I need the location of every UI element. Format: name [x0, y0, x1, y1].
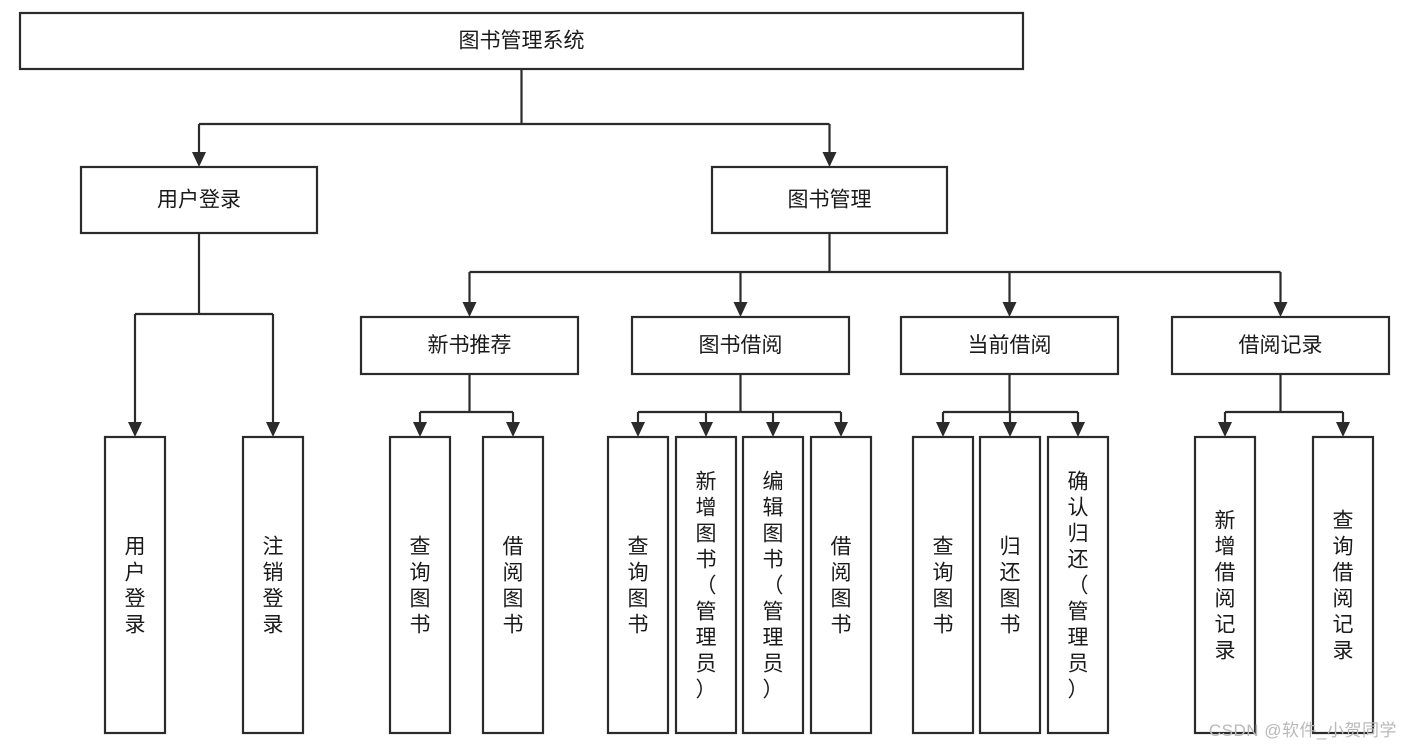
- node-new-book-recommend[interactable]: 新书推荐: [359, 315, 580, 376]
- arrow-head-icon: [506, 422, 520, 437]
- node-box: [674, 435, 738, 735]
- node-label: 注销登录: [263, 535, 284, 636]
- arrow-head-icon: [699, 422, 713, 437]
- node-box: [18, 11, 1025, 71]
- node-borrow-record[interactable]: 借阅记录: [1170, 315, 1391, 376]
- arrow-head-icon: [192, 152, 206, 167]
- arrow-head-icon: [128, 422, 142, 437]
- node-record-add[interactable]: 新增借阅记录: [1193, 435, 1257, 735]
- arrow-head-icon: [1336, 422, 1350, 437]
- node-record-query[interactable]: 查询借阅记录: [1311, 435, 1375, 735]
- arrow-head-icon: [1218, 422, 1232, 437]
- node-borrow-query-book[interactable]: 查询图书: [606, 435, 670, 735]
- node-label: 新增图书（管理员）: [696, 470, 717, 701]
- node-borrow-edit-book[interactable]: 编辑图书（管理员）: [741, 435, 805, 735]
- node-box: [978, 435, 1042, 735]
- node-box: [1170, 315, 1391, 376]
- node-box: [809, 435, 873, 735]
- node-box: [241, 435, 305, 735]
- node-label: 借阅记录: [1239, 334, 1323, 357]
- node-label: 用户登录: [157, 189, 241, 212]
- node-label: 归还图书: [1000, 535, 1021, 636]
- node-label: 当前借阅: [968, 334, 1052, 357]
- arrow-head-icon: [766, 422, 780, 437]
- node-label: 用户登录: [125, 535, 146, 636]
- node-box: [741, 435, 805, 735]
- node-label: 借阅图书: [831, 535, 852, 636]
- node-box: [1046, 435, 1110, 735]
- node-book-management[interactable]: 图书管理: [710, 165, 949, 235]
- arrow-head-icon: [1003, 422, 1017, 437]
- node-current-confirm-return[interactable]: 确认归还（管理员）: [1046, 435, 1110, 735]
- node-user-login[interactable]: 用户登录: [79, 165, 319, 235]
- arrow-head-icon: [266, 422, 280, 437]
- node-label: 图书管理系统: [459, 30, 585, 53]
- node-box: [79, 165, 319, 235]
- node-box: [359, 315, 580, 376]
- node-label: 图书管理: [788, 189, 872, 212]
- node-box: [630, 315, 851, 376]
- node-current-query-book[interactable]: 查询图书: [911, 435, 975, 735]
- arrow-head-icon: [631, 422, 645, 437]
- node-current-borrow[interactable]: 当前借阅: [899, 315, 1120, 376]
- node-label: 编辑图书（管理员）: [763, 470, 784, 701]
- arrow-head-icon: [413, 422, 427, 437]
- node-current-return-book[interactable]: 归还图书: [978, 435, 1042, 735]
- node-root[interactable]: 图书管理系统: [18, 11, 1025, 71]
- node-borrow-add-book[interactable]: 新增图书（管理员）: [674, 435, 738, 735]
- node-box: [1311, 435, 1375, 735]
- node-label: 借阅图书: [503, 535, 524, 636]
- node-recommend-borrow-book[interactable]: 借阅图书: [481, 435, 545, 735]
- node-user-logout-leaf[interactable]: 注销登录: [241, 435, 305, 735]
- node-label: 图书借阅: [699, 334, 783, 357]
- node-box: [388, 435, 452, 735]
- node-label: 确认归还（管理员）: [1068, 470, 1089, 701]
- node-layer: 图书管理系统用户登录用户登录注销登录图书管理新书推荐查询图书借阅图书图书借阅查询…: [18, 11, 1391, 735]
- arrow-head-icon: [462, 302, 477, 317]
- node-label: 查询借阅记录: [1333, 509, 1354, 662]
- node-label: 查询图书: [410, 535, 431, 636]
- node-label: 新书推荐: [428, 334, 512, 357]
- node-user-login-leaf[interactable]: 用户登录: [103, 435, 167, 735]
- connector-layer: [128, 69, 1350, 437]
- node-box: [481, 435, 545, 735]
- arrow-head-icon: [936, 422, 950, 437]
- arrow-head-icon: [1002, 302, 1017, 317]
- arrow-head-icon: [822, 152, 837, 167]
- arrow-head-icon: [733, 302, 748, 317]
- node-book-borrow[interactable]: 图书借阅: [630, 315, 851, 376]
- node-label: 新增借阅记录: [1215, 509, 1236, 662]
- node-label: 查询图书: [628, 535, 649, 636]
- arrow-head-icon: [1273, 302, 1288, 317]
- node-label: 查询图书: [933, 535, 954, 636]
- node-box: [606, 435, 670, 735]
- node-box: [1193, 435, 1257, 735]
- node-borrow-borrow-book[interactable]: 借阅图书: [809, 435, 873, 735]
- node-box: [899, 315, 1120, 376]
- node-recommend-query-book[interactable]: 查询图书: [388, 435, 452, 735]
- node-box: [911, 435, 975, 735]
- node-box: [103, 435, 167, 735]
- arrow-head-icon: [834, 422, 848, 437]
- node-box: [710, 165, 949, 235]
- arrow-head-icon: [1071, 422, 1085, 437]
